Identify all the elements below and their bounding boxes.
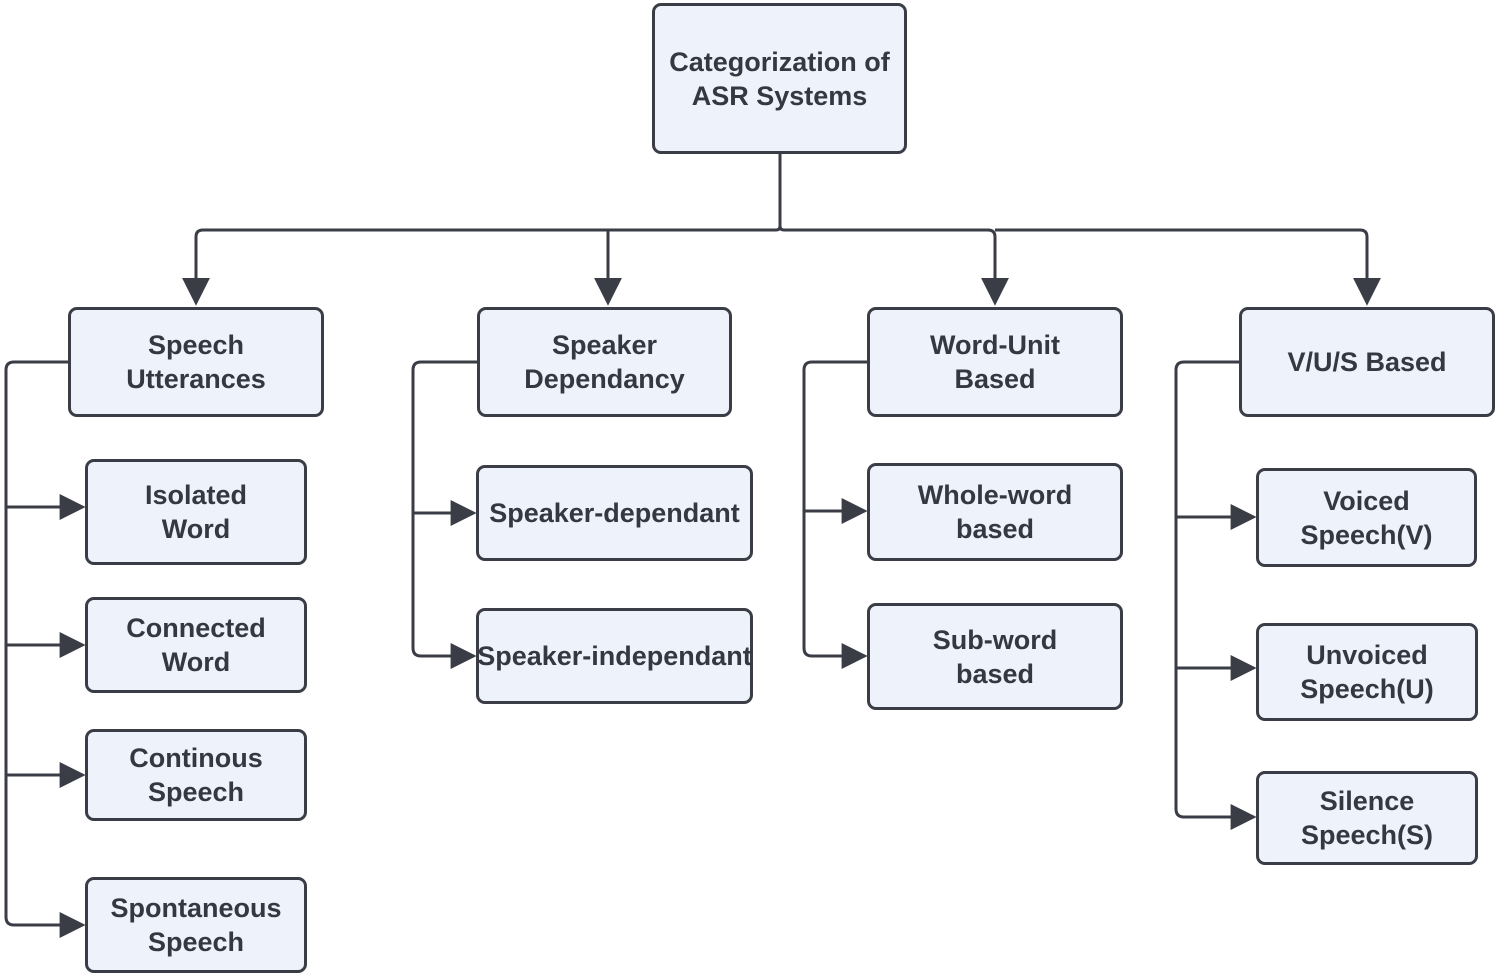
leaf-label: Speaker-dependant	[489, 498, 740, 528]
leaf-spontaneous-speech: Spontaneous Speech	[85, 877, 307, 973]
connector-to-vus-based	[995, 228, 1381, 306]
connector-to-word-unit-based	[778, 225, 1009, 306]
leaf-label: Voiced Speech(V)	[1300, 485, 1433, 550]
leaf-label: Whole-word based	[917, 480, 1073, 544]
category-vus-based: V/U/S Based	[1239, 307, 1495, 417]
leaf-label: Sub-word based	[932, 624, 1058, 689]
root-label: Categorization of ASR Systems	[669, 46, 890, 111]
category-speaker-dependancy: Speaker Dependancy	[477, 307, 732, 417]
leaf-sub-word-based: Sub-word based	[867, 603, 1123, 710]
category-label: Speaker Dependancy	[524, 330, 685, 394]
category-label: V/U/S Based	[1287, 347, 1447, 377]
leaf-whole-word-based: Whole-word based	[867, 463, 1123, 561]
category-label: Speech Utterances	[126, 330, 266, 394]
leaf-speaker-dependant: Speaker-dependant	[476, 465, 753, 561]
branch-spine-vus-based	[1174, 360, 1257, 830]
leaf-connected-word: Connected Word	[85, 597, 307, 693]
category-label: Word-Unit Based	[930, 330, 1060, 394]
leaf-label: Silence Speech(S)	[1300, 786, 1434, 850]
leaf-silence-speech: Silence Speech(S)	[1256, 771, 1478, 865]
leaf-label: Unvoiced Speech(U)	[1300, 640, 1434, 704]
leaf-voiced-speech: Voiced Speech(V)	[1256, 468, 1477, 567]
root-node: Categorization of ASR Systems	[652, 3, 907, 154]
leaf-label: Spontaneous Speech	[110, 893, 282, 957]
leaf-label: Continous Speech	[129, 743, 263, 807]
leaf-speaker-independant: Speaker-independant	[476, 608, 753, 704]
leaf-unvoiced-speech: Unvoiced Speech(U)	[1256, 623, 1478, 721]
category-word-unit-based: Word-Unit Based	[867, 307, 1123, 417]
category-speech-utterances: Speech Utterances	[68, 307, 324, 417]
leaf-label: Isolated Word	[144, 480, 248, 544]
leaf-label: Connected Word	[126, 613, 266, 677]
leaf-label: Speaker-independant	[477, 641, 752, 671]
connector-to-speech-utterances	[182, 225, 782, 306]
leaf-isolated-word: Isolated Word	[85, 459, 307, 565]
branch-spine-word-unit-based	[802, 360, 868, 669]
branch-spine-speaker-dependancy	[411, 360, 477, 669]
leaf-continous-speech: Continous Speech	[85, 729, 307, 821]
